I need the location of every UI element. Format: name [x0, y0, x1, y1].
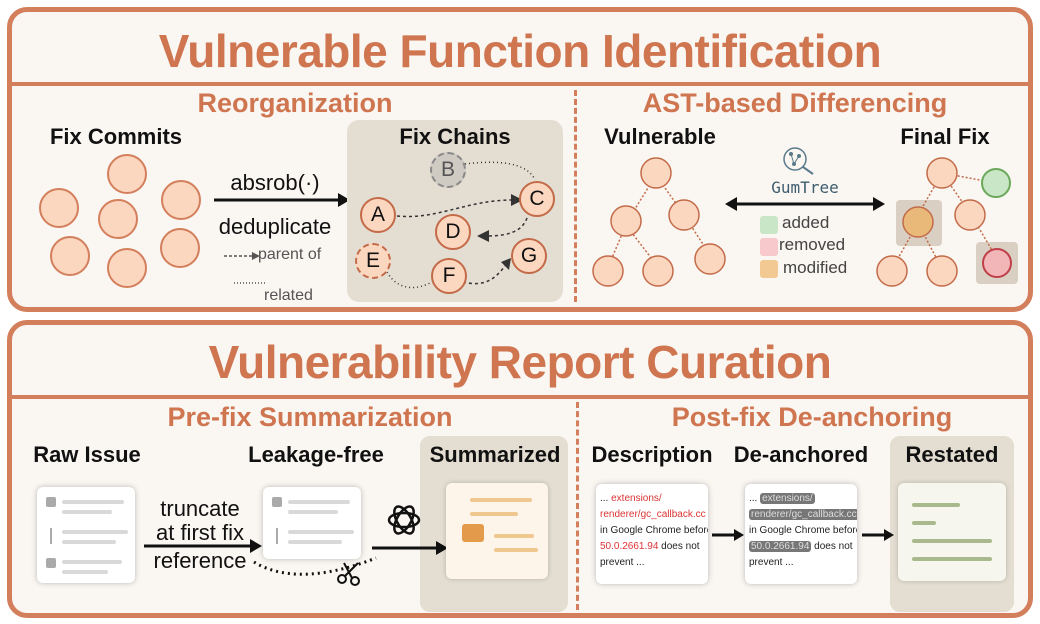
- restated-label: Restated: [905, 442, 999, 467]
- truncate-line-1: truncate: [160, 496, 240, 521]
- text-line: [62, 560, 122, 564]
- absorb-label: absrob(·): [230, 170, 320, 195]
- vulnerable-ast-tree: [592, 157, 726, 287]
- summarized-label: Summarized: [429, 442, 561, 467]
- comment-icon: [46, 497, 56, 507]
- commit-node: [98, 199, 138, 239]
- section-divider: [574, 90, 577, 302]
- deanchored-line-5: prevent ...: [749, 557, 794, 568]
- fix-commits-label: Fix Commits: [49, 124, 183, 149]
- commit-node: [50, 236, 90, 276]
- chain-node-f: F: [431, 258, 467, 294]
- text-line: [494, 534, 534, 538]
- text-line: [288, 510, 338, 514]
- commit-node: [161, 180, 201, 220]
- text-line: [62, 530, 128, 534]
- text-line: [494, 548, 538, 552]
- description-line-3: in Google Chrome before: [600, 525, 708, 536]
- legend-removed-label: removed: [779, 235, 846, 254]
- description-card: ... extensions/ renderer/gc_callback.cc …: [596, 484, 708, 584]
- truncate-line-2: at first fix: [155, 520, 244, 545]
- commit-node: [39, 188, 79, 228]
- parent-of-legend-label: parent of: [258, 246, 322, 263]
- chain-node-a: A: [360, 197, 396, 233]
- section-title-pre-fix-summarization: Pre-fix Summarization: [167, 402, 453, 432]
- restate-arrow: [862, 529, 894, 541]
- comment-icon: [46, 558, 56, 568]
- text-line: [288, 540, 342, 544]
- deanchor-arrow: [712, 529, 744, 541]
- deanchored-label: De-anchored: [733, 442, 869, 467]
- fix-chain-edges: [386, 161, 536, 289]
- deduplicate-label: deduplicate: [218, 214, 332, 239]
- final-fix-label: Final Fix: [900, 124, 990, 149]
- text-line: [62, 510, 112, 514]
- legend-added-swatch: [760, 216, 778, 234]
- panel-header: Vulnerable Function Identification: [12, 12, 1028, 86]
- legend-removed-swatch: [760, 238, 778, 256]
- gumtree-icon: [783, 147, 814, 175]
- legend-modified-swatch: [760, 260, 778, 278]
- commit-node: [160, 228, 200, 268]
- related-legend-label: related: [264, 287, 313, 304]
- text-line: [470, 498, 532, 502]
- text-line: [62, 500, 124, 504]
- related-legend-line: [234, 282, 266, 284]
- deanchored-line-4: 50.0.2661.94 does not: [749, 541, 853, 552]
- raw-issue-label: Raw Issue: [33, 442, 141, 467]
- text-line: [912, 539, 992, 543]
- panel-header: Vulnerability Report Curation: [12, 325, 1028, 399]
- gumtree-label: GumTree: [771, 178, 839, 197]
- chain-node-e: E: [355, 243, 391, 279]
- text-line: [288, 500, 350, 504]
- commit-node: [107, 154, 147, 194]
- commit-icon: [50, 528, 52, 544]
- comment-icon: [272, 497, 282, 507]
- commit-icon: [276, 528, 278, 544]
- deanchored-line-2: renderer/gc_callback.cc: [749, 509, 857, 520]
- reorganize-arrow: [214, 193, 350, 207]
- description-line-4: 50.0.2661.94 does not: [600, 541, 700, 552]
- deanchored-line-3: in Google Chrome before: [749, 525, 857, 536]
- restated-card: [898, 483, 1006, 581]
- deanchored-line-1: ... extensions/: [749, 493, 815, 504]
- panel-title: Vulnerability Report Curation: [208, 336, 832, 388]
- description-label: Description: [591, 442, 713, 467]
- diff-double-arrow: [725, 197, 885, 211]
- chain-node-d: D: [435, 214, 471, 250]
- section-title-ast-differencing: AST-based Differencing: [642, 88, 948, 118]
- description-line-1: ... extensions/: [600, 493, 662, 504]
- deanchored-card: ... extensions/ renderer/gc_callback.cc …: [745, 484, 857, 584]
- fix-chains-label: Fix Chains: [399, 124, 511, 149]
- parent-of-legend-arrow: [224, 252, 260, 260]
- panel-title: Vulnerable Function Identification: [158, 25, 882, 77]
- chain-node-g: G: [511, 238, 547, 274]
- legend-added-label: added: [782, 213, 830, 232]
- commit-node: [107, 248, 147, 288]
- legend-modified-label: modified: [783, 258, 848, 277]
- scissors-icon: [337, 562, 360, 586]
- text-line: [288, 530, 354, 534]
- text-line: [912, 521, 936, 525]
- description-line-2: renderer/gc_callback.cc: [600, 509, 706, 520]
- chain-node-b: B: [430, 152, 466, 188]
- text-line: [62, 540, 116, 544]
- text-line: [912, 503, 960, 507]
- truncate-arrow: [144, 539, 262, 553]
- text-line: [62, 570, 108, 574]
- truncate-line-3: reference: [153, 548, 247, 573]
- leakage-free-label: Leakage-free: [248, 442, 384, 467]
- section-divider: [576, 402, 579, 610]
- summarize-arrow: [372, 541, 448, 555]
- section-title-post-fix-deanchoring: Post-fix De-anchoring: [671, 402, 953, 432]
- summary-bubble-icon: [462, 524, 484, 542]
- text-line: [912, 557, 992, 561]
- vulnerable-label: Vulnerable: [604, 124, 716, 149]
- description-line-5: prevent ...: [600, 557, 645, 568]
- chain-node-c: C: [519, 181, 555, 217]
- section-title-reorganization: Reorganization: [197, 88, 393, 118]
- final-fix-ast-tree: [876, 157, 1012, 287]
- text-line: [470, 512, 518, 516]
- llm-icon: [387, 505, 421, 535]
